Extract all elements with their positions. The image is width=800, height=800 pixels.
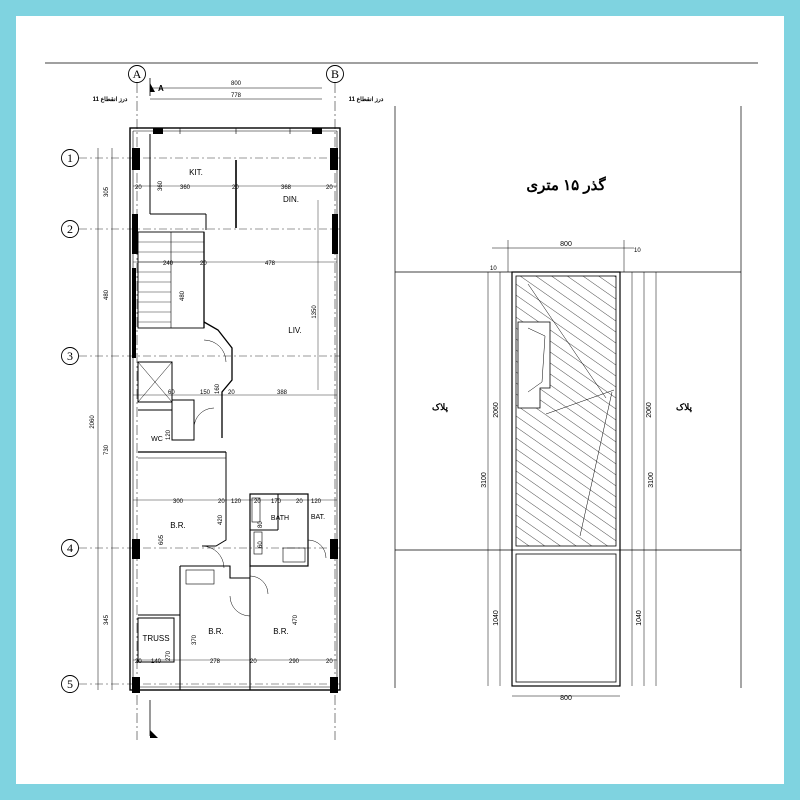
site-bottom-width: 800 [560, 695, 572, 702]
dim-388: 388 [277, 390, 288, 396]
dim-370: 370 [192, 634, 198, 645]
dim-20c: 20 [326, 185, 333, 191]
svg-text:3: 3 [67, 349, 73, 363]
site-right-2060: 2060 [646, 402, 653, 418]
site-plan: گذر ۱۵ متری پلاک پلاک 800 10 10 800 2060… [394, 106, 742, 702]
shaft [137, 361, 173, 403]
site-top-width: 800 [560, 241, 572, 248]
grid-bubble-2: 2 [61, 220, 79, 238]
site-side-small: 10 [634, 248, 641, 254]
dim-120b: 120 [231, 499, 242, 505]
svg-text:A: A [133, 67, 142, 81]
yard [515, 553, 617, 683]
dim-150: 150 [200, 390, 211, 396]
dim-300: 300 [173, 499, 184, 505]
svg-text:B: B [331, 67, 339, 81]
dim-20d: 20 [200, 261, 207, 267]
dim-60b: 60 [258, 541, 264, 548]
dim-120c: 120 [311, 499, 322, 505]
dim-left-2060: 2060 [90, 415, 96, 429]
room-bedroom-2: B.R. [208, 627, 224, 636]
dim-80: 80 [258, 521, 264, 528]
dim-stair-480: 480 [180, 290, 186, 301]
dim-left-305: 305 [104, 186, 110, 197]
dim-20e: 20 [228, 390, 235, 396]
room-kitchen: KIT. [189, 168, 203, 177]
dim-20b: 20 [232, 185, 239, 191]
svg-text:1: 1 [67, 151, 73, 165]
grid-bubble-5: 5 [61, 675, 79, 693]
site-top-small: 10 [490, 266, 497, 272]
dim-160: 160 [215, 383, 221, 394]
room-bath-1: BATH [271, 515, 289, 522]
svg-text:5: 5 [67, 677, 73, 691]
room-wc: WC [151, 436, 163, 443]
room-bedroom-1: B.R. [170, 521, 186, 530]
room-bedroom-3: B.R. [273, 627, 289, 636]
joint-label-left: 11 درز انقطاع [93, 96, 128, 103]
room-living: LIV. [288, 326, 302, 335]
dim-605: 605 [159, 534, 165, 545]
dim-420: 420 [218, 514, 224, 525]
svg-text:A: A [158, 84, 164, 93]
room-truss: TRUSS [142, 634, 169, 643]
dim-inner-width: 778 [231, 93, 242, 99]
dim-20i: 20 [135, 659, 142, 665]
dim-1350: 1350 [312, 305, 318, 319]
dim-left-730: 730 [104, 444, 110, 455]
section-marker: A [149, 78, 164, 96]
svg-text:4: 4 [67, 541, 73, 555]
dim-290: 290 [289, 659, 300, 665]
grid-bubble-b: B [326, 65, 344, 83]
dim-kit-360-v: 360 [158, 180, 164, 191]
neighbor-right-label: پلاک [676, 402, 692, 413]
site-left-1040: 1040 [493, 610, 500, 626]
dim-20k: 20 [326, 659, 333, 665]
dim-170: 170 [271, 499, 282, 505]
joint-label-right: درز انقطاع 11 [349, 96, 384, 103]
stair: 480 [137, 231, 205, 329]
site-left-2060: 2060 [493, 402, 500, 418]
building-footprint [515, 275, 617, 547]
dim-270: 270 [166, 650, 172, 661]
dim-kit-360: 360 [180, 185, 191, 191]
dim-20a: 20 [135, 185, 142, 191]
outer-wall [129, 127, 341, 691]
grid-bubble-3: 3 [61, 347, 79, 365]
grid-bubble-4: 4 [61, 539, 79, 557]
site-left-3100: 3100 [481, 472, 488, 488]
site-right-1040: 1040 [636, 610, 643, 626]
grid-bubble-1: 1 [61, 149, 79, 167]
dim-278: 278 [210, 659, 221, 665]
dim-470: 470 [293, 614, 299, 625]
site-right-3100: 3100 [648, 472, 655, 488]
dim-240: 240 [163, 261, 174, 267]
drawing-frame: A B A 800 778 11 درز انقطاع درز انقطاع 1… [16, 16, 784, 784]
dim-wc-120: 120 [166, 429, 172, 440]
dim-left-480: 480 [104, 289, 110, 300]
dim-20h: 20 [296, 499, 303, 505]
dim-overall-width: 800 [231, 81, 242, 87]
dim-left-345: 345 [104, 614, 110, 625]
room-bath-2: BAT. [311, 514, 325, 521]
dim-din-368: 368 [281, 185, 292, 191]
neighbor-left-label: پلاک [432, 402, 448, 413]
dim-140: 140 [151, 659, 162, 665]
dim-20f: 20 [218, 499, 225, 505]
dim-20g: 20 [254, 499, 261, 505]
svg-text:2: 2 [67, 222, 73, 236]
lot-outline [511, 271, 621, 687]
room-dining: DIN. [283, 195, 299, 204]
floor-plan: A B A 800 778 11 درز انقطاع درز انقطاع 1… [61, 65, 384, 740]
dim-478: 478 [265, 261, 276, 267]
street-label: گذر ۱۵ متری [526, 176, 606, 194]
grid-bubble-a: A [128, 65, 146, 83]
dim-20j: 20 [250, 659, 257, 665]
architectural-drawing: A B A 800 778 11 درز انقطاع درز انقطاع 1… [45, 62, 758, 740]
